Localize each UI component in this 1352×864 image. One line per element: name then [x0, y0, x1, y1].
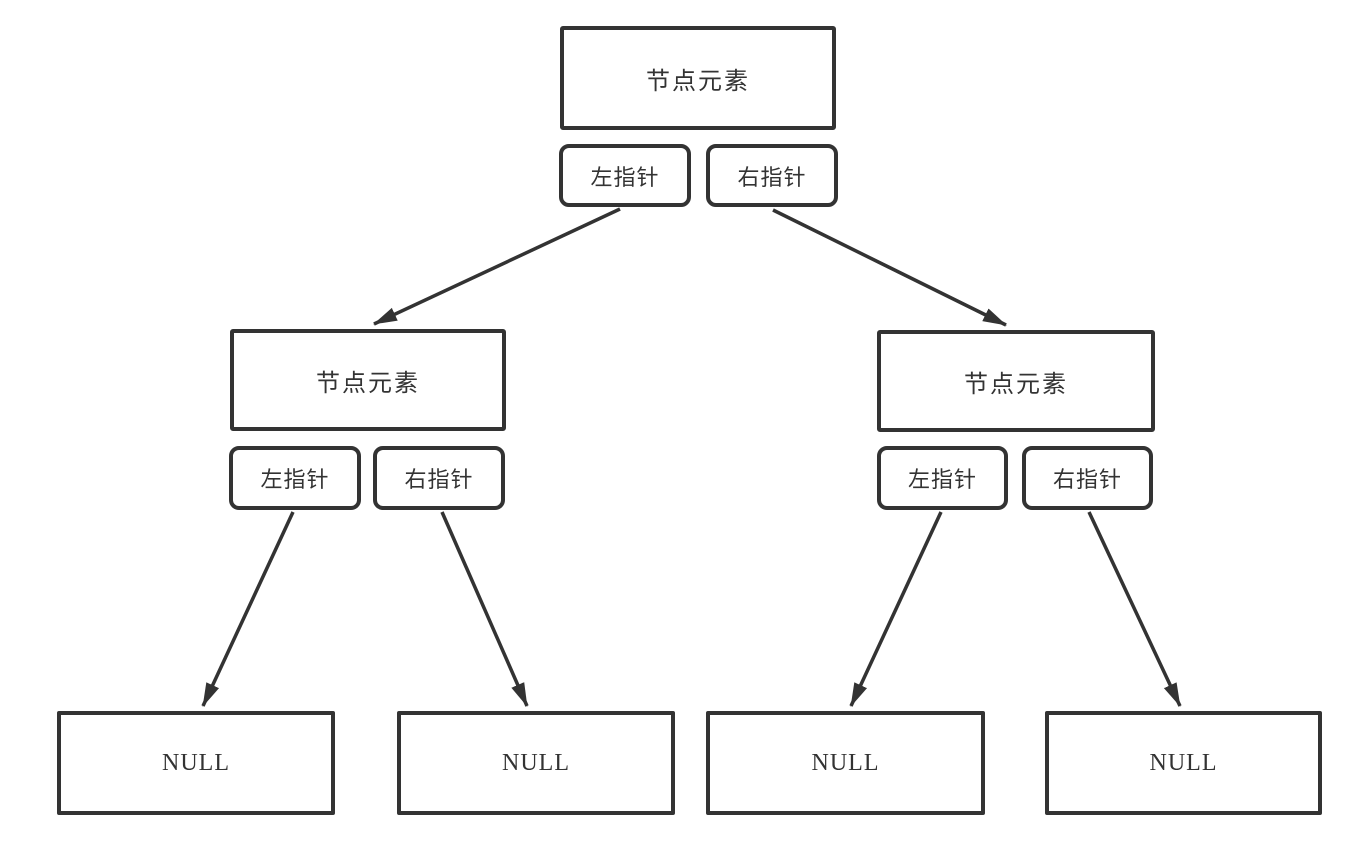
arrow-root-left-to-left-child	[373, 207, 621, 326]
root-left-pointer-box: 左指针	[559, 144, 691, 207]
left-child-right-pointer-box: 右指针	[373, 446, 505, 510]
arrow-right-child-left-to-null3	[849, 511, 943, 707]
null-leaf-box-1: NULL	[57, 711, 335, 815]
arrow-root-right-to-right-child	[772, 208, 1007, 327]
right-child-left-pointer-box: 左指针	[877, 446, 1008, 510]
left-child-left-pointer-box: 左指针	[229, 446, 361, 510]
root-right-pointer-box: 右指针	[706, 144, 838, 207]
null-leaf-box-3: NULL	[706, 711, 985, 815]
root-node-element-box: 节点元素	[560, 26, 836, 130]
arrow-right-child-right-to-null4	[1087, 511, 1182, 707]
right-child-node-element-box: 节点元素	[877, 330, 1155, 432]
null-leaf-box-4: NULL	[1045, 711, 1322, 815]
arrow-left-child-right-to-null2	[440, 511, 529, 707]
null-leaf-box-2: NULL	[397, 711, 675, 815]
left-child-node-element-box: 节点元素	[230, 329, 506, 431]
arrow-left-child-left-to-null1	[201, 511, 295, 707]
right-child-right-pointer-box: 右指针	[1022, 446, 1153, 510]
